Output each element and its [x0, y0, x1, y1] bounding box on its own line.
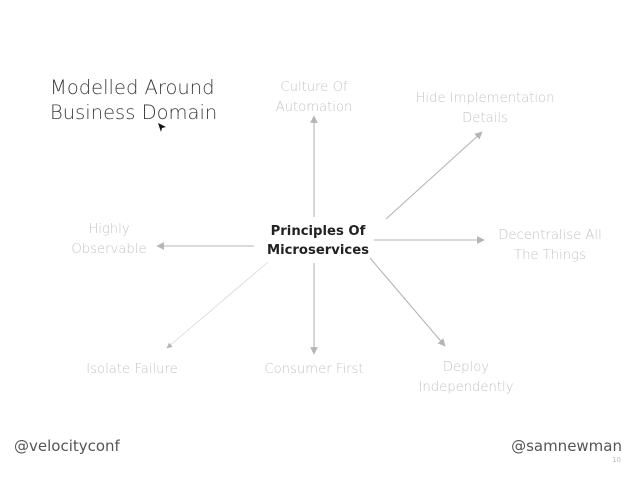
principle-consumer-first: Consumer First	[264, 362, 364, 377]
edge-deploy-independently	[369, 257, 446, 347]
page-number: 10	[612, 456, 621, 464]
edge-hide-implementation-details	[385, 131, 483, 220]
footer-right-handle: @samnewman	[511, 437, 622, 455]
principle-hide-implementation-details: Hide Implementation Details	[415, 91, 555, 126]
footer-left-handle: @velocityconf	[14, 437, 120, 455]
principle-isolate-failure: Isolate Failure	[86, 362, 178, 377]
principle-culture-of-automation: Culture Of Automation	[275, 80, 353, 115]
principle-decentralise-all-the-things: Decentralise All The Things	[498, 228, 602, 263]
principle-deploy-independently: Deploy Independently	[418, 360, 514, 395]
center-node-title: Principles Of Microservices	[266, 224, 370, 258]
mouse-pointer-icon	[158, 123, 166, 132]
edge-isolate-failure	[166, 261, 269, 349]
principle-highly-observable: Highly Observable	[71, 222, 147, 257]
principle-modelled-around-business-domain: Modelled Around Business Domain	[50, 76, 218, 124]
